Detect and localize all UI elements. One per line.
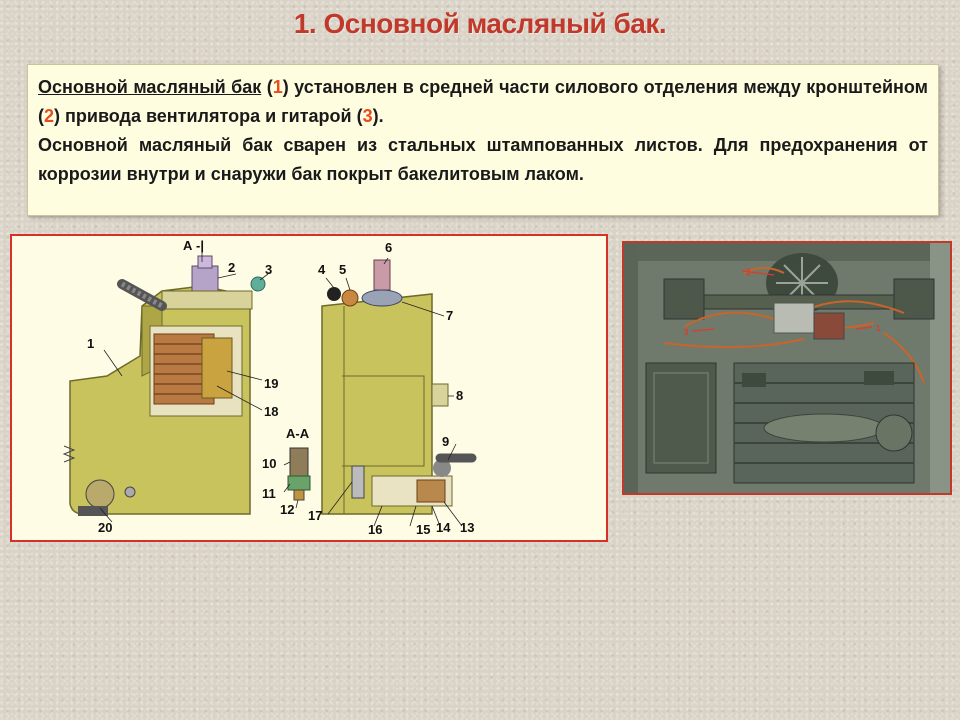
ref-number-1: 1 [272, 77, 283, 97]
ref-number-3: 3 [362, 106, 373, 126]
slide-title: 1. Основной масляный бак. [293, 8, 667, 39]
tank-drawing [62, 250, 477, 527]
diagram-label-6: 6 [385, 240, 393, 255]
diagram-label-19: 19 [264, 376, 279, 391]
diagram-label-13: 13 [460, 520, 475, 535]
ref-number-2: 2 [44, 106, 55, 126]
section-marker-label: А -| [183, 238, 204, 253]
tank-diagram: А -| 1 2 3 4 5 6 7 8 9 10 11 12 13 14 15… [10, 234, 608, 542]
diagram-label-12: 12 [280, 502, 295, 517]
diagram-label-7: 7 [446, 308, 454, 323]
engine-photo-drawing: 2 3 1 [624, 243, 950, 493]
engine-compartment-photo: 2 3 1 [622, 241, 952, 495]
diagram-label-16: 16 [368, 522, 383, 537]
diagram-label-17: 17 [308, 508, 323, 523]
diagram-label-8: 8 [456, 388, 464, 403]
photo-label-2: 2 [746, 268, 751, 277]
photo-label-3: 3 [684, 328, 689, 337]
diagram-label-1: 1 [87, 336, 95, 351]
diagram-label-11: 11 [262, 486, 276, 501]
diagram-label-18: 18 [264, 404, 279, 419]
paragraph-1: Основной масляный бак (1) установлен в с… [38, 77, 928, 126]
description-box: Основной масляный бак (1) установлен в с… [27, 64, 939, 216]
term-oil-tank: Основной масляный бак [38, 77, 262, 97]
diagram-label-4: 4 [318, 262, 326, 277]
photo-label-1: 1 [876, 324, 881, 333]
paragraph-2: Основной масляный бак сварен из стальных… [38, 135, 928, 184]
diagram-label-5: 5 [339, 262, 347, 277]
diagram-label-15: 15 [416, 522, 431, 537]
diagram-label-14: 14 [436, 520, 451, 535]
diagram-label-3: 3 [265, 262, 273, 277]
diagram-label-2: 2 [228, 260, 236, 275]
section-a-a-label: А-А [286, 426, 310, 441]
diagram-label-20: 20 [98, 520, 113, 535]
diagram-label-10: 10 [262, 456, 277, 471]
diagram-label-9: 9 [442, 434, 450, 449]
